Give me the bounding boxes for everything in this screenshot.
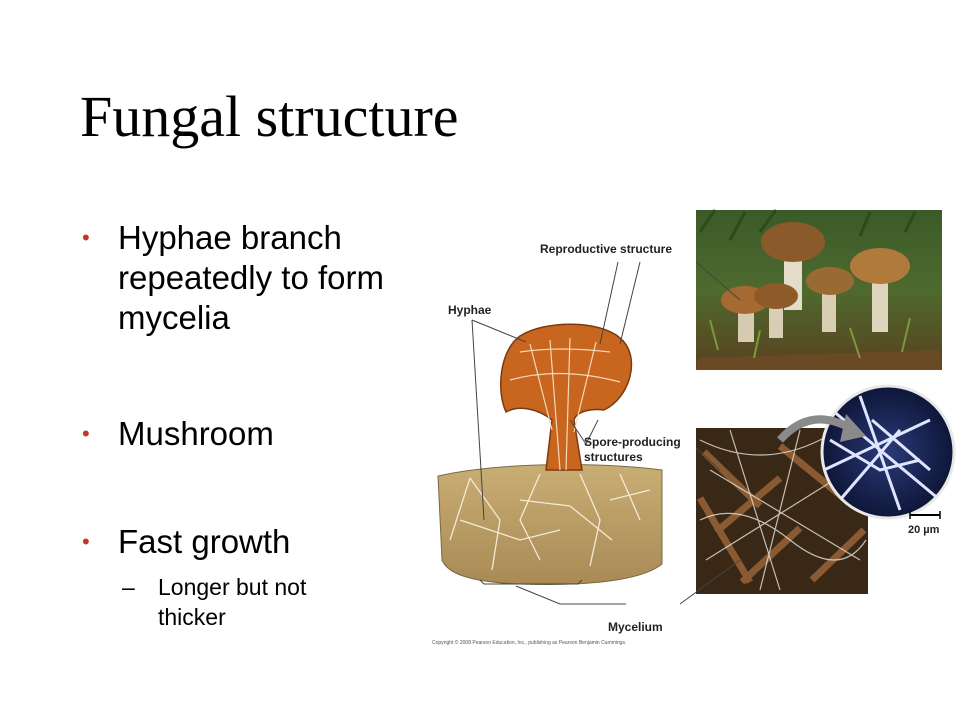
mushroom-photo [696, 209, 942, 370]
slide-title: Fungal structure [80, 84, 459, 149]
soil-block [437, 464, 663, 585]
label-reproductive-structure: Reproductive structure [540, 242, 672, 256]
sub-bullet-dash: – [122, 574, 135, 600]
mushroom-diagram [500, 323, 633, 471]
label-structures: structures [584, 450, 643, 464]
bullet-fast-growth: • Fast growth [82, 522, 290, 562]
sub-bullet-longer: – Longer but not thicker [122, 572, 306, 632]
label-spore-producing: Spore-producing [584, 435, 681, 449]
copyright-text: Copyright © 2008 Pearson Education, Inc.… [432, 639, 626, 646]
bullet-text-line: repeatedly to form [118, 259, 384, 296]
label-hyphae: Hyphae [448, 303, 492, 317]
label-scale: 20 µm [908, 524, 940, 536]
micrograph-circle [777, 384, 956, 520]
bullet-text-line: Fast growth [118, 523, 291, 560]
bullet-marker: • [82, 225, 90, 250]
bullet-text-line: Hyphae branch [118, 219, 342, 256]
sub-bullet-line: Longer but not [158, 574, 307, 600]
label-mycelium: Mycelium [608, 620, 663, 634]
scale-bar [909, 511, 941, 519]
bullet-mushroom: • Mushroom [82, 414, 274, 454]
soil-bracket [479, 579, 583, 585]
sub-bullet-line: thicker [158, 604, 226, 630]
bullet-text-line: Mushroom [118, 415, 274, 452]
bullet-text-line: mycelia [118, 299, 230, 336]
bullet-hyphae: • Hyphae branch repeatedly to form mycel… [82, 218, 384, 338]
bullet-marker: • [82, 421, 90, 446]
leader-lines [471, 261, 741, 605]
bullet-marker: • [82, 529, 90, 554]
